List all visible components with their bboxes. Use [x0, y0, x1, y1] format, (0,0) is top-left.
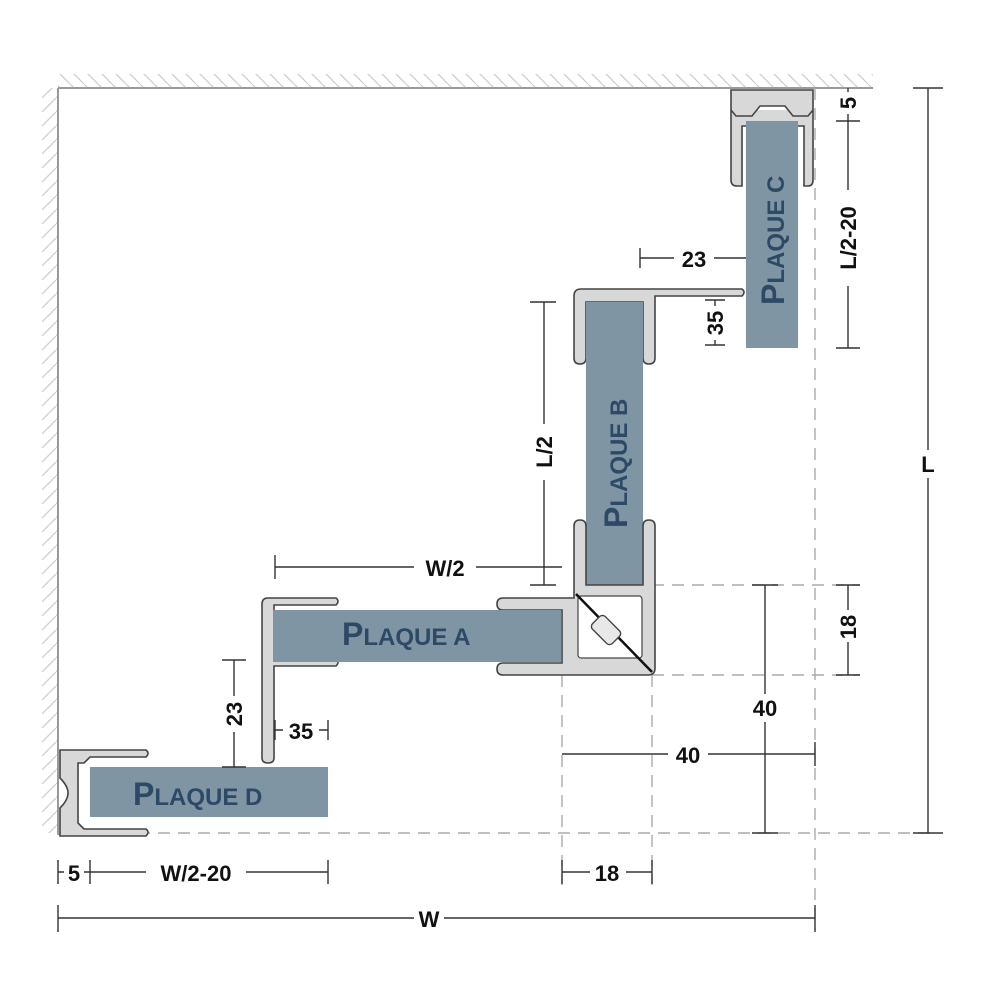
plaque-b-label: PLAQUE B: [598, 399, 634, 528]
dim-w-half-minus-20: W/2-20: [161, 861, 232, 886]
dim-5-right: 5: [836, 97, 861, 109]
dim-w: W: [419, 907, 440, 932]
dim-18-bottom: 18: [595, 861, 619, 886]
plaque-d-group: PLAQUE D: [59, 749, 328, 837]
corner-profile: [496, 519, 656, 676]
profile-d: [59, 749, 149, 837]
plaque-d: [90, 767, 328, 817]
dim-w-half: W/2: [425, 556, 464, 581]
plaque-a-group: PLAQUE A: [261, 597, 561, 764]
dim-23-left: 23: [222, 702, 247, 726]
plaque-a: [273, 610, 561, 662]
dim-35-left: 35: [289, 719, 313, 744]
wall-left: [42, 88, 59, 835]
profile-b-top: [573, 288, 745, 365]
dim-5-bottom: 5: [68, 861, 80, 886]
dim-18-right: 18: [836, 615, 861, 639]
plaque-b: [586, 302, 643, 585]
dim-l: L: [921, 452, 934, 477]
wall-top: [58, 74, 873, 89]
dim-23-top: 23: [682, 247, 706, 272]
plaque-c-group: PLAQUE C: [730, 89, 814, 348]
plaque-c: [746, 121, 798, 348]
plaque-d-label: PLAQUE D: [133, 776, 262, 812]
plaque-c-label: PLAQUE C: [755, 176, 791, 305]
dim-35-top: 35: [703, 311, 728, 335]
plaque-b-group: PLAQUE B: [573, 288, 745, 585]
dim-l-half: L/2: [532, 436, 557, 468]
dim-40-horizontal: 40: [676, 743, 700, 768]
dim-40-vertical: 40: [753, 696, 777, 721]
dimension-labels: W 5 W/2-20 18 40 40 18 L 5 L/2-20 L/2 W/…: [64, 92, 938, 932]
plaque-a-label: PLAQUE A: [342, 616, 470, 652]
dim-l-half-minus-20: L/2-20: [836, 206, 861, 270]
